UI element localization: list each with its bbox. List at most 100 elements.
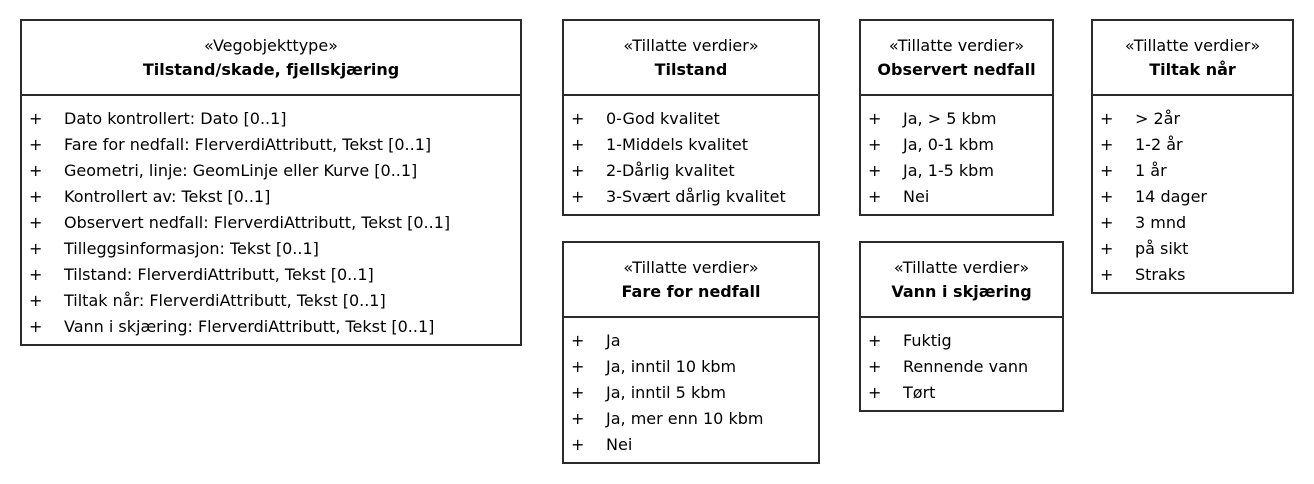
stereotype-label: «Vegobjekttype» xyxy=(204,36,338,55)
public-visibility-marker: + xyxy=(868,135,882,154)
attribute-text: Ja, inntil 10 kbm xyxy=(606,357,737,376)
enum-tiltak-naar: «Tillatte verdier» Tiltak når + > 2år +1-2 å… xyxy=(1091,19,1294,294)
public-visibility-marker: + xyxy=(1100,187,1114,206)
class-header: «Tillatte verdier» Observert nedfall xyxy=(861,21,1052,96)
public-visibility-marker: + xyxy=(868,383,882,402)
attribute-row: +Tiltak når: FlerverdiAttributt, Tekst [… xyxy=(22,288,520,314)
public-visibility-marker: + xyxy=(571,435,585,454)
stereotype-label: «Tillatte verdier» xyxy=(888,36,1025,55)
enum-observert-nedfall: «Tillatte verdier»Observert nedfall+Ja, … xyxy=(859,19,1054,216)
attribute-text: Geometri, linje: GeomLinje eller Kurve [… xyxy=(64,161,418,180)
class-tilstand-skade-fjellskjaering: «Vegobjekttype»Tilstand/skade, fjellskjæ… xyxy=(20,19,522,346)
attribute-row: +3-Svært dårlig kvalitet xyxy=(564,184,818,210)
class-name: Fare for nedfall xyxy=(621,282,761,301)
attribute-row: + Ja, inntil 5 kbm xyxy=(564,380,818,406)
public-visibility-marker: + xyxy=(29,291,43,310)
attribute-row: +Vann i skjæring: FlerverdiAttributt, Te… xyxy=(22,314,520,340)
attribute-text: Fuktig xyxy=(903,331,952,350)
attribute-row: + Straks xyxy=(1093,262,1292,288)
attribute-list: +> 2år+1-2 år+1 år+14 dager+3 mnd+på sik… xyxy=(1093,96,1292,288)
class-header: «Tillatte verdier»Tilstand xyxy=(564,21,818,96)
enum-tilstand: «Tillatte verdier»Tilstand +0-God kvalite… xyxy=(562,19,820,216)
attribute-row: +Ja, 1-5 kbm xyxy=(861,158,1052,184)
public-visibility-marker: + xyxy=(1100,109,1114,128)
attribute-row: +2-Dårlig kvalitet xyxy=(564,158,818,184)
attribute-row: + Tilstand: FlerverdiAttributt, Tekst [0.… xyxy=(22,262,520,288)
public-visibility-marker: + xyxy=(1100,135,1114,154)
class-header: «Tillatte verdier» Fare for nedfall xyxy=(564,243,818,318)
public-visibility-marker: + xyxy=(571,135,585,154)
attribute-row: + Geometri, linje: GeomLinje eller Kurve … xyxy=(22,158,520,184)
attribute-text: > 2år xyxy=(1135,109,1181,128)
attribute-text: 2-Dårlig kvalitet xyxy=(606,161,735,180)
class-name: Observert nedfall xyxy=(877,60,1036,79)
public-visibility-marker: + xyxy=(868,109,882,128)
public-visibility-marker: + xyxy=(1100,161,1114,180)
public-visibility-marker: + xyxy=(571,383,585,402)
class-name: Tiltak når xyxy=(1149,60,1236,79)
attribute-text: 3-Svært dårlig kvalitet xyxy=(606,187,786,206)
attribute-text: Ja, > 5 kbm xyxy=(903,109,997,128)
public-visibility-marker: + xyxy=(571,187,585,206)
attribute-row: +Ja xyxy=(564,328,818,354)
public-visibility-marker: + xyxy=(868,331,882,350)
attribute-row: + Kontrollert av: Tekst [0..1] xyxy=(22,184,520,210)
public-visibility-marker: + xyxy=(29,161,43,180)
public-visibility-marker: + xyxy=(29,213,43,232)
attribute-row: + Observert nedfall: FlerverdiAttributt, … xyxy=(22,210,520,236)
attribute-row: +1-Middels kvalitet xyxy=(564,132,818,158)
attribute-row: +0-God kvalitet xyxy=(564,106,818,132)
attribute-text: Kontrollert av: Tekst [0..1] xyxy=(64,187,271,206)
public-visibility-marker: + xyxy=(29,109,43,128)
public-visibility-marker: + xyxy=(1100,239,1114,258)
public-visibility-marker: + xyxy=(571,357,585,376)
attribute-row: +Ja, mer enn 10 kbm xyxy=(564,406,818,432)
attribute-text: 1 år xyxy=(1135,161,1167,180)
attribute-row: +Nei xyxy=(861,184,1052,210)
attribute-text: Tørt xyxy=(903,383,936,402)
attribute-text: Straks xyxy=(1135,265,1186,284)
attribute-row: +1-2 år xyxy=(1093,132,1292,158)
public-visibility-marker: + xyxy=(29,239,43,258)
attribute-list: +Fuktig+Rennende vann+Tørt xyxy=(861,318,1062,406)
attribute-text: Fare for nedfall: FlerverdiAttributt, Te… xyxy=(64,135,432,154)
attribute-text: 1-Middels kvalitet xyxy=(606,135,749,154)
class-header: «Tillatte verdier»Vann i skjæring xyxy=(861,243,1062,318)
attribute-list: +Dato kontrollert: Dato [0..1]+Fare for … xyxy=(22,96,520,340)
attribute-list: +0-God kvalitet+1-Middels kvalitet+2-Dår… xyxy=(564,96,818,210)
public-visibility-marker: + xyxy=(571,331,585,350)
public-visibility-marker: + xyxy=(868,161,882,180)
attribute-text: 1-2 år xyxy=(1135,135,1183,154)
public-visibility-marker: + xyxy=(29,187,43,206)
attribute-row: +3 mnd xyxy=(1093,210,1292,236)
public-visibility-marker: + xyxy=(29,265,43,284)
attribute-text: Ja, inntil 5 kbm xyxy=(606,383,726,402)
attribute-text: Observert nedfall: FlerverdiAttributt, T… xyxy=(64,213,451,232)
attribute-text: 14 dager xyxy=(1135,187,1207,206)
attribute-row: +1 år xyxy=(1093,158,1292,184)
enum-vann-i-skjaering: «Tillatte verdier»Vann i skjæring + Fuktig… xyxy=(859,241,1064,412)
attribute-text: på sikt xyxy=(1135,239,1189,258)
attribute-text: Ja, 0-1 kbm xyxy=(903,135,994,154)
stereotype-label: «Tillatte verdier» xyxy=(623,258,759,277)
attribute-row: +Fare for nedfall: FlerverdiAttributt, T… xyxy=(22,132,520,158)
attribute-row: + > 2år xyxy=(1093,106,1292,132)
class-name: Vann i skjæring xyxy=(891,282,1032,301)
public-visibility-marker: + xyxy=(1100,213,1114,232)
attribute-row: + Ja, 0-1 kbm xyxy=(861,132,1052,158)
attribute-row: +14 dager xyxy=(1093,184,1292,210)
attribute-row: + på sikt xyxy=(1093,236,1292,262)
class-header: «Tillatte verdier» Tiltak når xyxy=(1093,21,1292,96)
attribute-row: + Ja, > 5 kbm xyxy=(861,106,1052,132)
public-visibility-marker: + xyxy=(571,109,585,128)
attribute-row: + Ja, inntil 10 kbm xyxy=(564,354,818,380)
attribute-text: Dato kontrollert: Dato [0..1] xyxy=(64,109,287,128)
attribute-text: Tilstand: FlerverdiAttributt, Tekst [0..… xyxy=(64,265,374,284)
attribute-row: + Dato kontrollert: Dato [0..1] xyxy=(22,106,520,132)
public-visibility-marker: + xyxy=(868,357,882,376)
public-visibility-marker: + xyxy=(1100,265,1114,284)
class-name: Tilstand xyxy=(654,60,728,79)
stereotype-label: «Tillatte verdier» xyxy=(1124,36,1261,55)
class-header: «Vegobjekttype»Tilstand/skade, fjellskjæ… xyxy=(22,21,520,96)
attribute-text: Nei xyxy=(903,187,930,206)
